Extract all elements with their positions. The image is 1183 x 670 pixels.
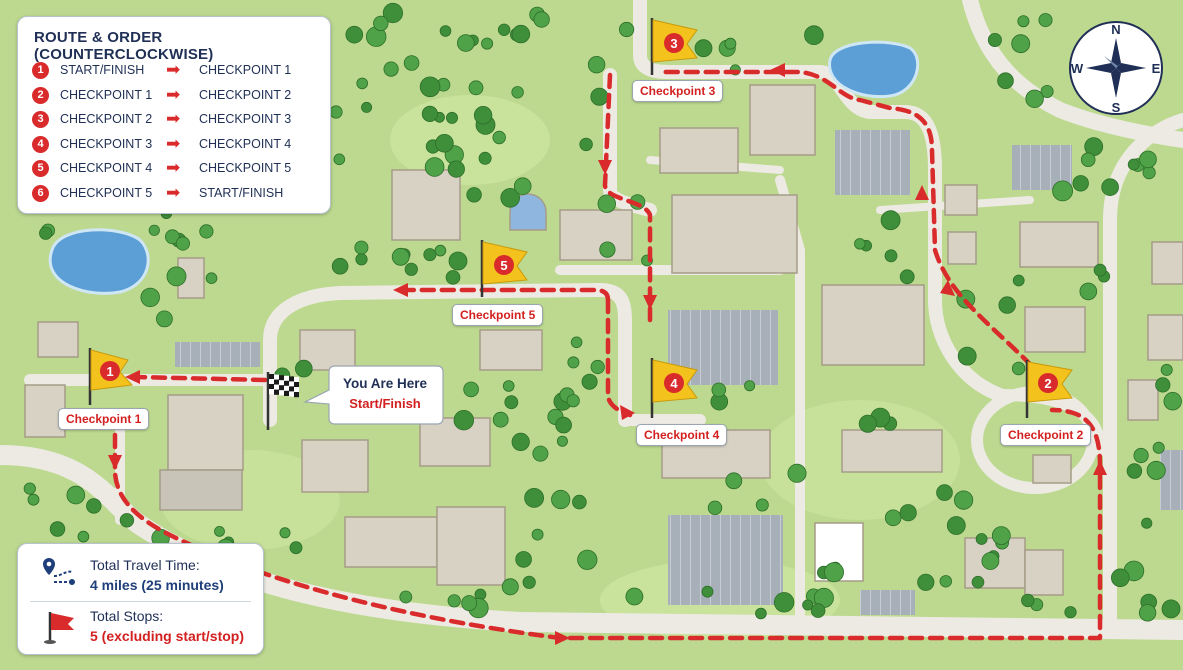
checkpoint-2-label[interactable]: Checkpoint 2 [1000, 424, 1092, 446]
svg-text:5: 5 [500, 258, 507, 273]
step-to: START/FINISH [199, 185, 284, 200]
step-number-badge: 6 [32, 184, 49, 202]
right-arrow-icon: ➡ [166, 133, 181, 153]
start-finish-label: Start/Finish [349, 396, 421, 411]
compass-n: N [1111, 22, 1120, 37]
checkpoint-4-label[interactable]: Checkpoint 4 [636, 424, 728, 446]
checkpoint-1-flag-icon[interactable]: 1 [88, 348, 134, 405]
parking-lots [175, 130, 1183, 615]
compass-w: W [1071, 61, 1084, 76]
checkpoint-5-label[interactable]: Checkpoint 5 [452, 304, 544, 326]
right-arrow-icon: ➡ [166, 60, 181, 79]
step-from: CHECKPOINT 4 [60, 161, 153, 175]
step-number-badge: 5 [32, 160, 49, 177]
svg-text:2: 2 [1044, 376, 1051, 391]
step-number-badge: 1 [32, 62, 49, 79]
route-arrows [108, 63, 1107, 645]
svg-text:4: 4 [670, 376, 678, 391]
you-are-here-title: You Are Here [342, 376, 428, 391]
checkered-flag-icon[interactable] [266, 372, 299, 430]
checkpoint-3-flag-icon[interactable]: 3 [650, 18, 698, 75]
step-from: CHECKPOINT 1 [60, 87, 153, 102]
checkpoint-1-label[interactable]: Checkpoint 1 [58, 408, 150, 430]
travel-time-value: 4 miles (25 minutes) [90, 577, 224, 593]
you-are-here-callout: You Are Here Start/Finish [302, 364, 445, 426]
right-arrow-icon: ➡ [166, 109, 181, 128]
step-from: START/FINISH [60, 63, 145, 77]
svg-text:3: 3 [670, 36, 677, 51]
callout-bubble [302, 365, 444, 425]
checkpoint-2-flag-icon[interactable]: 2 [1025, 360, 1073, 418]
compass-rose: N E S W [1068, 20, 1164, 116]
step-from: CHECKPOINT 5 [60, 185, 153, 200]
red-flag-icon [44, 612, 74, 644]
right-arrow-icon: ➡ [166, 158, 181, 177]
checkpoint-4-flag-icon[interactable]: 4 [650, 358, 698, 418]
step-from: CHECKPOINT 3 [60, 136, 153, 151]
total-stops-value: 5 (excluding start/stop) [90, 628, 245, 644]
ponds [48, 40, 920, 295]
right-arrow-icon: ➡ [166, 182, 181, 202]
total-stops-label: Total Stops: [90, 608, 164, 624]
route-icon [43, 558, 75, 585]
step-to: CHECKPOINT 1 [199, 63, 292, 77]
travel-time-label: Total Travel Time: [90, 557, 200, 573]
step-number-badge: 3 [32, 111, 49, 128]
compass-s: S [1112, 100, 1121, 115]
summary-divider [30, 601, 251, 602]
svg-text:1: 1 [106, 364, 113, 379]
step-to: CHECKPOINT 3 [199, 112, 292, 126]
step-from: CHECKPOINT 2 [60, 112, 153, 126]
right-arrow-icon: ➡ [166, 84, 181, 104]
compass-icon: N E S W [1069, 21, 1163, 115]
route-path [112, 69, 1103, 641]
step-number-badge: 4 [32, 135, 49, 153]
route-summary: Total Travel Time: 4 miles (25 minutes) … [17, 543, 264, 655]
step-to: CHECKPOINT 2 [199, 87, 292, 102]
step-number-badge: 2 [32, 86, 49, 104]
checkpoint-5-flag-icon[interactable]: 5 [480, 240, 528, 297]
compass-e: E [1152, 61, 1161, 76]
legend-title: ROUTE & ORDER (COUNTERCLOCKWISE) [34, 29, 214, 63]
checkpoint-3-label[interactable]: Checkpoint 3 [632, 80, 724, 102]
step-to: CHECKPOINT 4 [199, 136, 292, 151]
step-to: CHECKPOINT 5 [199, 161, 292, 175]
